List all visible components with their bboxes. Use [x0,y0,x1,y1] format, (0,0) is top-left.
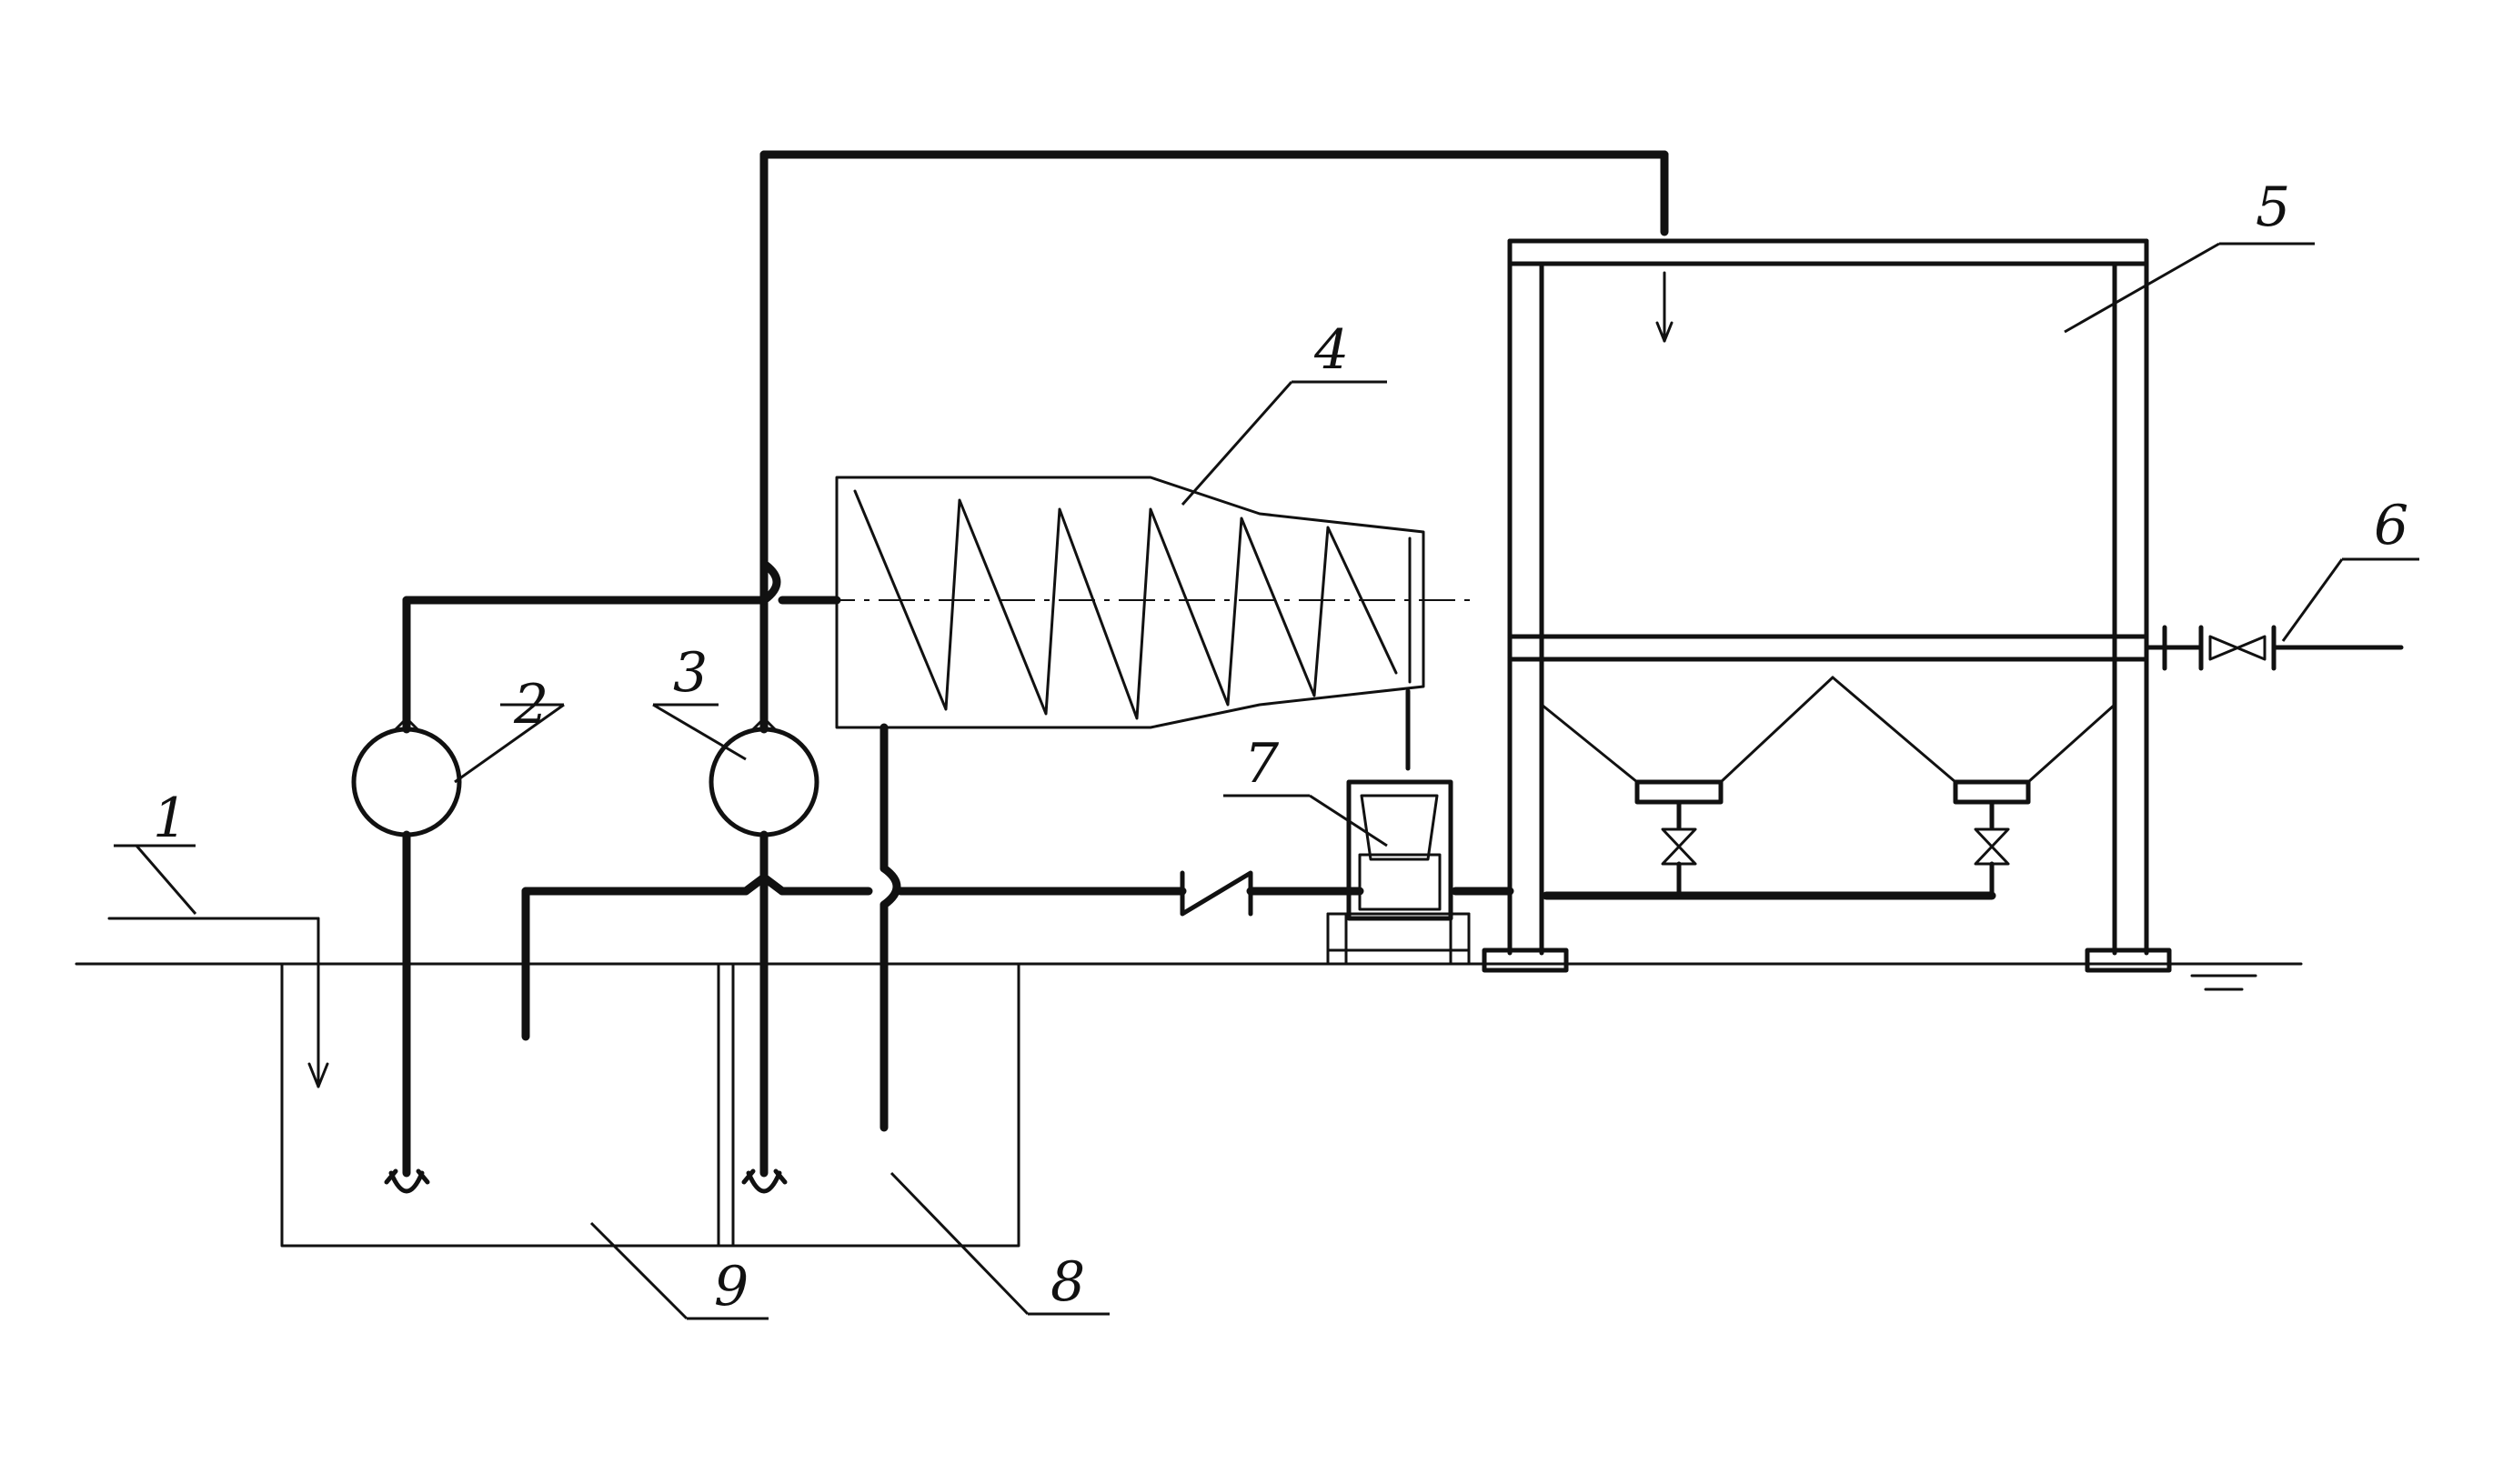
return-line [521,873,1996,1041]
label-3: 3 [652,641,747,761]
label-2: 2 [454,673,565,784]
svg-text:4: 4 [1313,318,1349,382]
pump-3 [709,150,1669,1194]
label-5: 5 [2064,175,2315,334]
label-9: 9 [589,1221,769,1320]
label-1: 1 [114,787,197,915]
svg-text:1: 1 [153,787,187,850]
svg-text:8: 8 [1050,1250,1085,1314]
sump-tank [280,962,1020,1248]
hopper-left [1540,676,1835,898]
solids-cart [1326,688,1471,966]
label-4: 4 [1181,318,1387,506]
svg-text:3: 3 [673,641,708,705]
svg-text:7: 7 [1244,732,1280,796]
label-6: 6 [2281,494,2419,642]
decanter-centrifuge [819,476,1478,729]
svg-text:6: 6 [2374,494,2408,557]
label-8: 8 [890,1171,1110,1316]
label-7: 7 [1223,732,1388,847]
pipe-crossover [759,559,841,605]
pump-2 [351,596,769,1194]
elevated-tank [1482,238,2172,973]
check-valve [1180,870,1253,917]
centrifuge-outlet-pipe [880,723,901,1132]
svg-text:9: 9 [714,1255,749,1319]
outlet-line [2144,625,2404,671]
inlet-chute [107,917,329,1088]
hopper-right [1831,676,2116,898]
svg-text:5: 5 [2256,175,2290,239]
